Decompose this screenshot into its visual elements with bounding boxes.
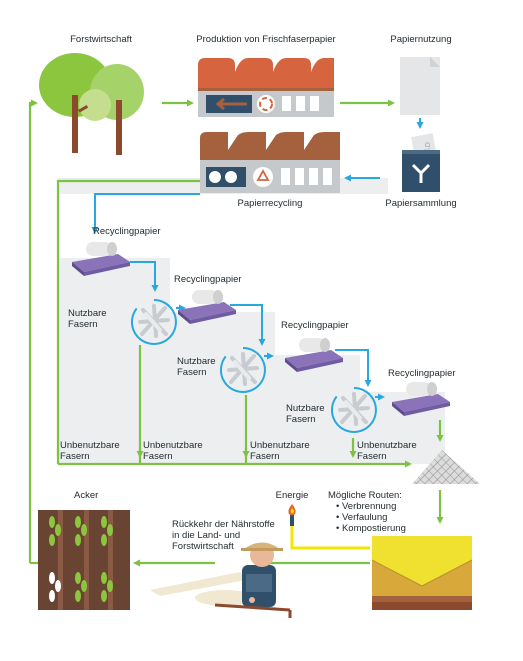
label-usage: Papiernutzung [390,34,452,45]
energy-flame-icon [288,504,296,526]
production-factory-icon [198,58,334,117]
fiber-cluster-3-icon [338,392,370,426]
waste-heap-icon [412,450,480,484]
fiber-cluster-2-icon [227,352,259,386]
routes-title: Mögliche Routen: [328,490,402,501]
label-recycled-paper-2: Recyclingpapier [174,274,242,285]
fiber-cluster-1-icon [138,304,170,338]
label-production: Produktion von Frischfaserpapier [196,34,336,45]
paper-roll-2-icon [178,290,236,324]
label-collection: Papiersammlung [385,198,457,209]
energy-line [290,525,370,550]
paper-roll-3-icon [285,338,343,372]
paper-roll-4-icon [392,382,450,416]
label-recycling: Papierrecycling [237,198,303,209]
label-recycled-paper-3: Recyclingpapier [281,320,349,331]
blue-flow-lines [91,118,424,433]
route-item: Verfaulung [336,512,406,523]
field-icon [38,510,130,610]
label-energy: Energie [275,490,309,501]
paper-roll-1-icon [72,242,130,276]
farmer-icon [150,542,292,618]
route-item: Verbrennung [336,501,406,512]
recycling-factory-icon [200,132,340,193]
label-recycled-paper-4: Recyclingpapier [388,368,456,379]
label-field: Acker [74,490,99,501]
route-item: Kompostierung [336,523,406,534]
forest-icon [39,53,144,155]
paper-sheet-icon [400,57,440,115]
green-flow-lines [28,99,444,567]
recycling-panel [58,178,445,464]
label-forestry: Forstwirtschaft [70,34,132,45]
collection-bin-icon: OLD [402,133,440,192]
routes-list: Mögliche Routen: Verbrennung Verfaulung … [328,490,406,534]
label-recycled-paper-1: Recyclingpapier [93,226,161,237]
compost-box-icon [371,536,473,610]
label-nutrient-return: Rückkehr der Nährstoffe in die Land- und… [172,519,275,552]
bin-paper-text: OLD [423,142,432,157]
